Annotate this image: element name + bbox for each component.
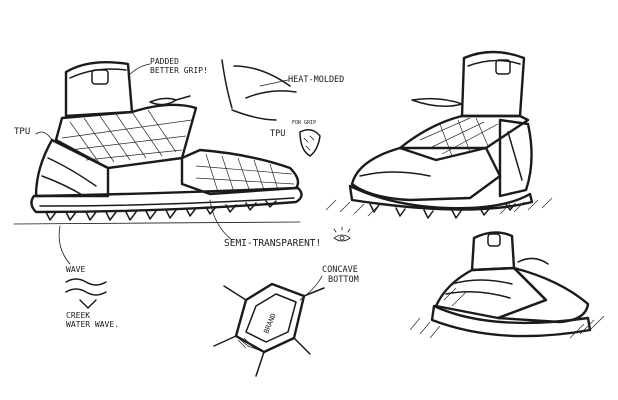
pull-loop-icon bbox=[495, 59, 511, 75]
boot-rear-view bbox=[409, 231, 605, 339]
label-brand: BRAND bbox=[262, 312, 277, 335]
label-for-grip: FOR GRIP bbox=[292, 120, 316, 126]
label-wave: WAVE bbox=[66, 265, 85, 274]
boot-front-view bbox=[325, 50, 553, 219]
tpu-detail-icon bbox=[299, 129, 321, 157]
label-heat-molded: HEAT-MOLDED bbox=[288, 75, 344, 85]
label-tpu-left: TPU bbox=[14, 127, 30, 137]
eye-doodle-icon bbox=[333, 226, 351, 242]
boot-side-view bbox=[13, 61, 303, 225]
wave-icon bbox=[65, 278, 107, 309]
label-creek-water-wave: CREEK WATER WAVE. bbox=[66, 311, 119, 329]
label-padded: PADDED BETTER GRIP! bbox=[150, 57, 208, 75]
leader-lines bbox=[35, 63, 289, 265]
lug-brand-detail bbox=[213, 275, 325, 377]
heel-detail-sketch bbox=[221, 59, 321, 157]
label-semi-transparent: SEMI-TRANSPARENT! bbox=[224, 238, 321, 249]
label-tpu-right: TPU bbox=[270, 129, 285, 139]
pull-loop-icon bbox=[91, 69, 109, 85]
pull-loop-icon bbox=[487, 233, 501, 247]
label-concave-bottom: CONCAVE BOTTOM bbox=[322, 265, 363, 285]
